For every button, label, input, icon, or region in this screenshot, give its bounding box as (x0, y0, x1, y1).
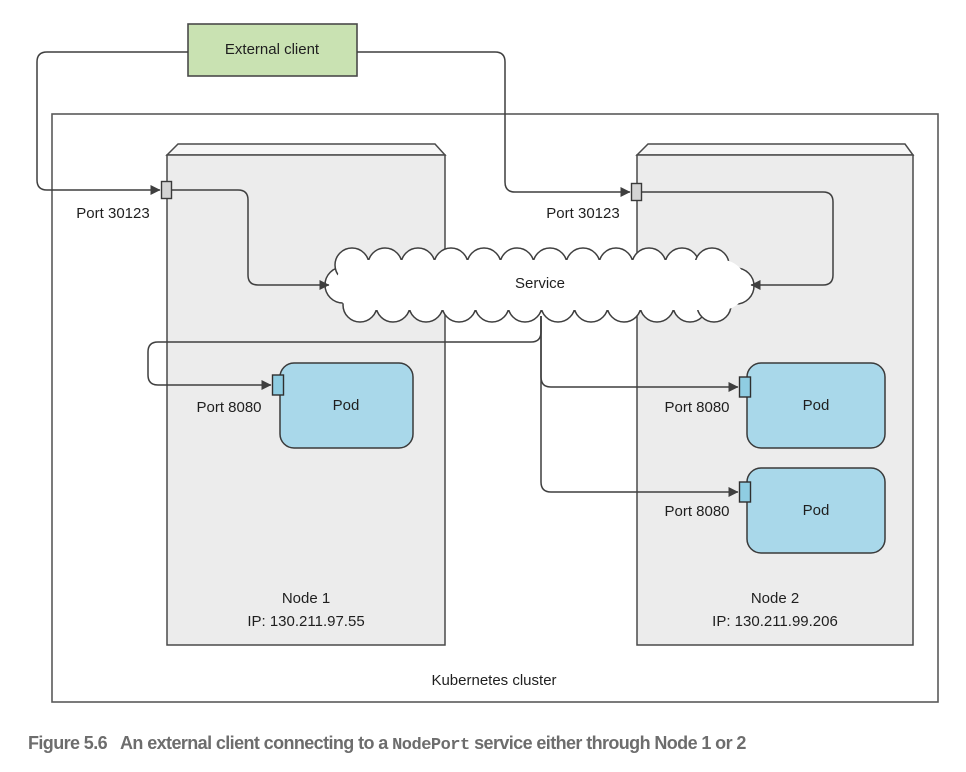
line-service-to-node2-pod2 (540, 316, 739, 497)
node2-ip-label: IP: 130.211.99.206 (712, 613, 838, 630)
line-node1-port-to-service (171, 189, 330, 290)
node2-name-label: Node 2 (750, 590, 800, 607)
line-node2-port-to-service (642, 191, 834, 290)
line-client-to-node1-port (36, 51, 188, 195)
caption-text-after-code: service either through Node 1 or 2 (469, 733, 746, 753)
node1-port-30123-label: Port 30123 (76, 205, 150, 222)
node1-ip-label: IP: 130.211.97.55 (247, 613, 365, 630)
node2-pod1-port-8080-label: Port 8080 (664, 399, 730, 416)
node1-top-face (165, 143, 447, 156)
node2-pod1-label: Pod (802, 397, 830, 414)
caption-code-nodeport: NodePort (392, 736, 470, 755)
node2-port-30123-label: Port 30123 (546, 205, 620, 222)
node1-pod-label: Pod (332, 397, 360, 414)
line-service-to-node1-pod (147, 316, 542, 390)
kubernetes-cluster-label: Kubernetes cluster (431, 672, 557, 689)
node2-pod1-box (746, 362, 886, 449)
node2-pod2-port-8080-label: Port 8080 (664, 503, 730, 520)
caption-text-before-code: An external client connecting to a (120, 733, 393, 753)
node2-nodeport-connector (630, 182, 643, 202)
node2-pod2-port-connector (738, 481, 752, 503)
external-client-box (187, 23, 358, 77)
node2-top-face (635, 143, 915, 156)
node2-pod1-port-connector (738, 376, 752, 398)
figure-caption: Figure 5.6 An external client connecting … (28, 733, 938, 755)
node1-name-label: Node 1 (281, 590, 331, 607)
figure-number: Figure 5.6 (28, 733, 108, 753)
node1-pod-port-connector (271, 374, 285, 396)
service-label: Service (514, 275, 566, 292)
line-client-to-node2-port (357, 51, 631, 197)
node1-nodeport-connector (160, 180, 173, 200)
node1-pod-port-8080-label: Port 8080 (196, 399, 262, 416)
external-client-label: External client (224, 41, 320, 58)
node2-pod2-box (746, 467, 886, 554)
node1-pod-box (279, 362, 414, 449)
node2-pod2-label: Pod (802, 502, 830, 519)
service-cloud (324, 247, 755, 323)
